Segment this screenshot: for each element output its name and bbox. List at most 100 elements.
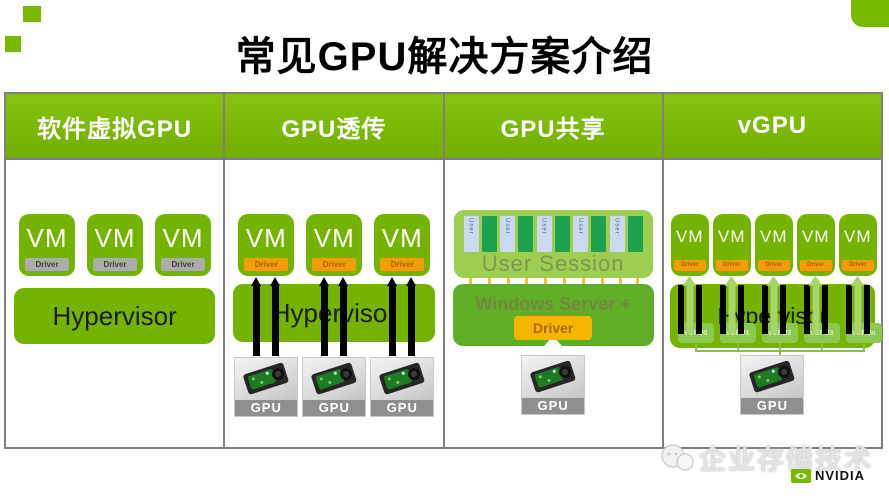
driver-badge: Driver: [244, 258, 289, 271]
gpu-card-label: GPU: [371, 400, 434, 416]
driver-badge: Driver: [673, 260, 706, 271]
arrow-up-icon: [338, 277, 349, 356]
solutions-table: 软件虚拟GPU VM Driver VM Driver VM Driver Hy…: [4, 92, 883, 449]
gpu-slice-bar: [554, 216, 570, 252]
slide-title: 常见GPU解决方案介绍: [235, 35, 654, 79]
user-session-bar: User: [536, 216, 552, 252]
green-arrow-up-icon: [850, 276, 865, 334]
vgpu-arrow-pair: [719, 276, 745, 334]
column-gpu-sharing: GPU共享 User: [444, 94, 664, 447]
vm-label: VM: [844, 227, 872, 246]
nvidia-logo: NVIDIA: [790, 468, 865, 483]
gpu-slice-bar: [627, 216, 643, 252]
green-arrow-up-icon: [682, 276, 697, 334]
gpu-card: GPU: [741, 356, 804, 414]
arrow-up-icon: [270, 277, 281, 356]
vm-box: VM Driver: [838, 214, 877, 276]
vm-label: VM: [381, 223, 423, 253]
arrow-bar: [695, 285, 702, 334]
driver-badge: Driver: [312, 258, 357, 271]
vm-box: VM Driver: [238, 214, 295, 276]
green-arrow-up-icon: [766, 276, 781, 334]
arrow-bar: [761, 285, 768, 334]
vm-label: VM: [676, 227, 704, 246]
session-bar-label: User: [540, 218, 547, 235]
driver-notch: [544, 336, 563, 346]
watermark-text: 企业存储技术: [699, 445, 873, 475]
vm-label: VM: [760, 227, 788, 246]
user-session-bar: User: [463, 216, 479, 252]
user-session-box: User User User User User User Session: [453, 210, 653, 278]
vm-box: VM Driver: [87, 214, 143, 276]
session-bar-label: User: [613, 218, 620, 235]
arrow-bar: [779, 285, 786, 334]
vm-label: VM: [94, 223, 136, 253]
vm-label: VM: [26, 223, 68, 253]
watermark: 企业存储技术: [659, 438, 873, 477]
gpu-card: GPU: [235, 358, 298, 416]
decor-square-top-left-2: [5, 36, 21, 52]
vm-box: VM Driver: [306, 214, 363, 276]
vgpu-arrow-pair: [803, 276, 829, 334]
graphics-card-icon: [749, 360, 795, 393]
decor-square-top-left-1: [23, 6, 41, 22]
vgpu-to-gpu-connectors: [664, 343, 881, 358]
graphics-card-icon: [379, 362, 425, 395]
vgpu-arrow-pair: [677, 276, 703, 334]
vm-box: VM Driver: [155, 214, 211, 276]
passthrough-arrow-pair: [249, 277, 283, 356]
column-vgpu: vGPU VM Driver VM Driver VM Driver VM Dr…: [663, 94, 882, 447]
column-software-virtual-gpu: 软件虚拟GPU VM Driver VM Driver VM Driver Hy…: [6, 94, 226, 447]
connector-line: [736, 343, 739, 350]
vm-box: VM Driver: [796, 214, 835, 276]
session-bars: User User User User User: [463, 216, 643, 252]
column-body: VM Driver VM Driver VM Driver Hypervisor: [6, 160, 223, 447]
column-body: VM Driver VM Driver VM Driver VM Driver …: [664, 160, 882, 447]
column-header: GPU透传: [225, 94, 443, 160]
arrow-bar: [677, 285, 684, 334]
vm-label: VM: [802, 227, 830, 246]
passthrough-arrow-pair: [385, 277, 419, 356]
connector-line: [694, 343, 697, 350]
connector-line: [778, 343, 781, 350]
green-arrow-up-icon: [808, 276, 823, 334]
arrow-bar: [821, 285, 828, 334]
arrow-bar: [803, 285, 810, 334]
session-bar-label: User: [504, 218, 510, 235]
vm-box: VM Driver: [670, 214, 709, 276]
arrow-up-icon: [319, 277, 330, 356]
nvidia-wordmark: NVIDIA: [814, 468, 865, 483]
decor-corner-top-right: [851, 0, 889, 27]
vgpu-arrow-pair: [845, 276, 871, 334]
vm-label: VM: [162, 223, 204, 253]
arrow-bar: [863, 285, 870, 334]
arrow-bar: [845, 285, 852, 334]
gpu-slice-bar: [591, 216, 607, 252]
gpu-card: GPU: [371, 358, 434, 416]
connector-line: [862, 343, 865, 350]
passthrough-arrow-pair: [317, 277, 351, 356]
vm-label: VM: [245, 223, 287, 253]
arrow-up-icon: [387, 277, 398, 356]
vgpu-arrow-pair: [761, 276, 787, 334]
arrow-bar: [719, 285, 726, 334]
column-header: 软件虚拟GPU: [6, 94, 224, 160]
vm-label: VM: [718, 227, 746, 246]
gpu-card-label: GPU: [303, 400, 366, 416]
wechat-icon: [661, 443, 694, 471]
hypervisor-box: Hypervisor: [14, 288, 216, 344]
driver-badge: Driver: [161, 258, 205, 271]
arrow-up-icon: [406, 277, 417, 356]
session-bar-label: User: [577, 218, 583, 235]
gpu-card: GPU: [303, 358, 366, 416]
driver-badge: Driver: [715, 260, 748, 271]
column-header: vGPU: [663, 94, 881, 160]
connector-drop: [778, 350, 781, 358]
gpu-card: GPU: [522, 356, 585, 414]
user-session-bar: User: [609, 216, 625, 252]
green-arrow-up-icon: [724, 276, 739, 334]
driver-badge: Driver: [25, 258, 69, 271]
graphics-card-icon: [530, 360, 576, 393]
vm-box: VM Driver: [374, 214, 431, 276]
